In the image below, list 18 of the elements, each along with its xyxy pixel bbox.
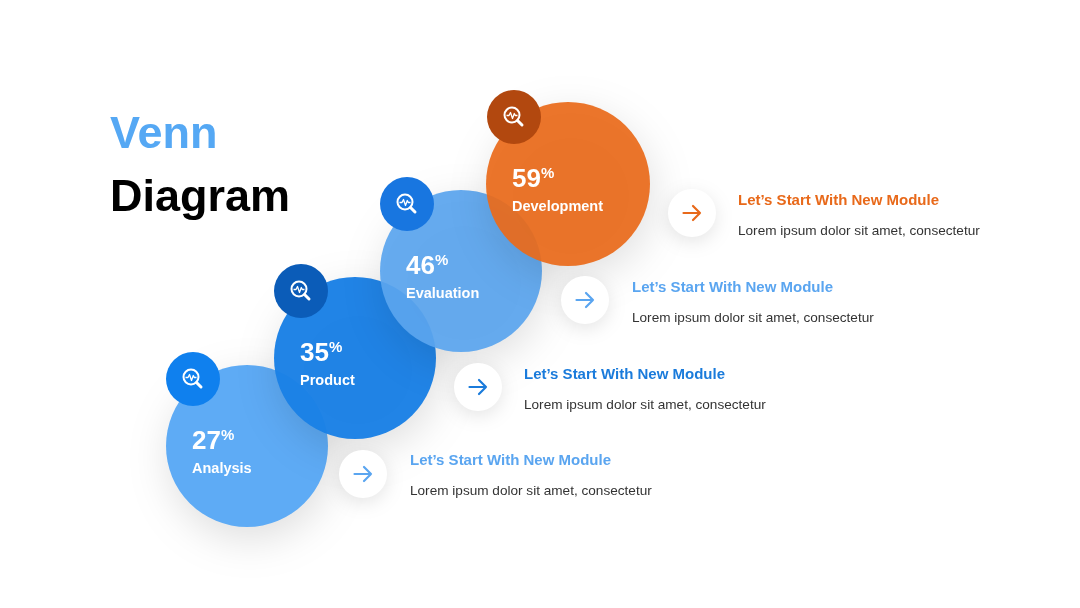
percentage-value: 59$^{%}$	[512, 163, 555, 193]
module-description: Lorem ipsum dolor sit amet, consectetur	[738, 222, 980, 239]
circle-label: Product	[300, 371, 355, 389]
percentage-value: 46$^{%}$	[406, 250, 449, 280]
circle-label: Development	[512, 197, 604, 215]
module-heading: Let’s Start With New Module	[738, 191, 939, 209]
circle-label: Analysis	[192, 459, 252, 477]
module-description: Lorem ipsum dolor sit amet, consectetur	[410, 482, 652, 499]
module-description: Lorem ipsum dolor sit amet, consectetur	[632, 309, 874, 326]
percentage-value: 35$^{%}$	[300, 337, 343, 367]
module-heading: Let’s Start With New Module	[410, 451, 611, 469]
circle-label: Evaluation	[406, 284, 480, 302]
title: Venn Diagram	[110, 106, 292, 223]
percentage-value: 27$^{%}$	[192, 425, 235, 455]
module-heading: Let’s Start With New Module	[524, 365, 725, 383]
module-description: Lorem ipsum dolor sit amet, consectetur	[524, 396, 766, 413]
venn-circle	[486, 102, 650, 266]
module-heading: Let’s Start With New Module	[632, 278, 833, 296]
